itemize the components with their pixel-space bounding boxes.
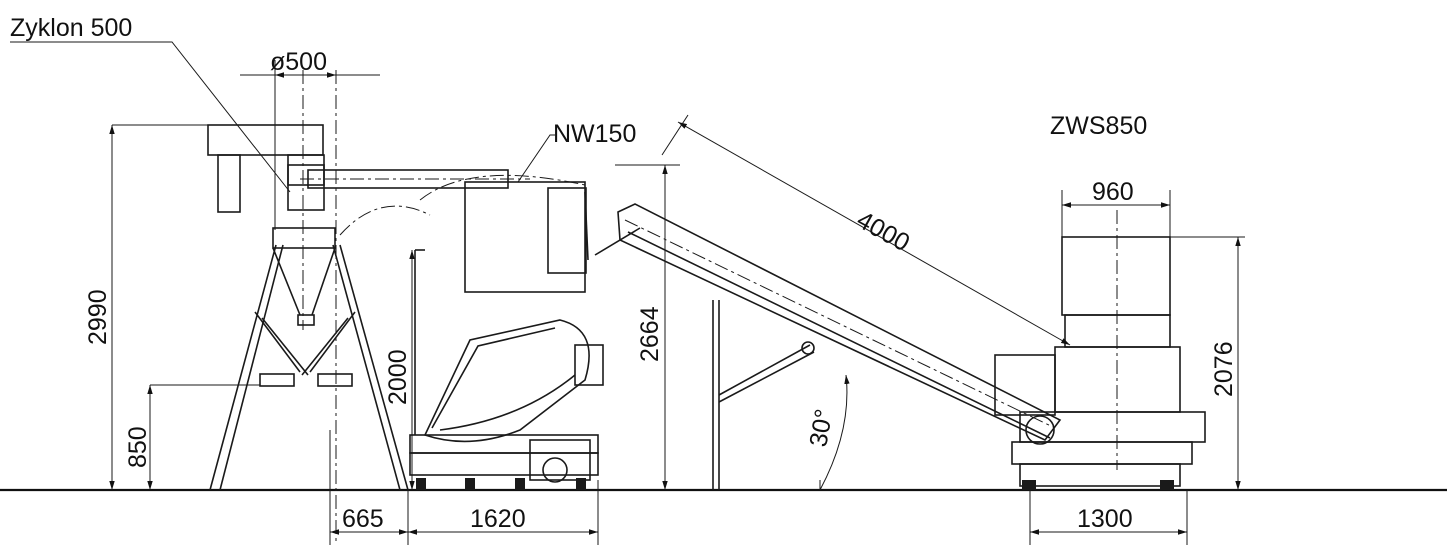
inlet-height-dim: 850	[124, 426, 152, 468]
granulator-label: ZWS850	[1050, 112, 1147, 140]
overall-height-dim: 2990	[84, 289, 112, 345]
pipe-label: NW150	[553, 120, 636, 148]
cyclone-diameter-label: ø500	[270, 48, 327, 76]
shredder-hopper-width-dim: 960	[1092, 178, 1134, 206]
granulator-height-dim: 2000	[384, 349, 412, 405]
dimension-lines	[10, 41, 1245, 545]
offset-width-dim: 665	[342, 505, 384, 533]
conveyor-height-dim: 2664	[636, 306, 664, 362]
conveyor-length-dim: 4000	[852, 206, 914, 257]
granulator-width-dim: 1620	[470, 505, 526, 533]
shredder-width-dim: 1300	[1077, 505, 1133, 533]
conveyor-angle-dim: 30°	[804, 407, 838, 449]
cyclone-label: Zyklon 500	[10, 14, 132, 42]
cyclone-unit	[207, 70, 530, 545]
granulator-unit	[339, 174, 604, 490]
shredder-unit	[994, 210, 1206, 490]
shredder-height-dim: 2076	[1210, 341, 1238, 397]
